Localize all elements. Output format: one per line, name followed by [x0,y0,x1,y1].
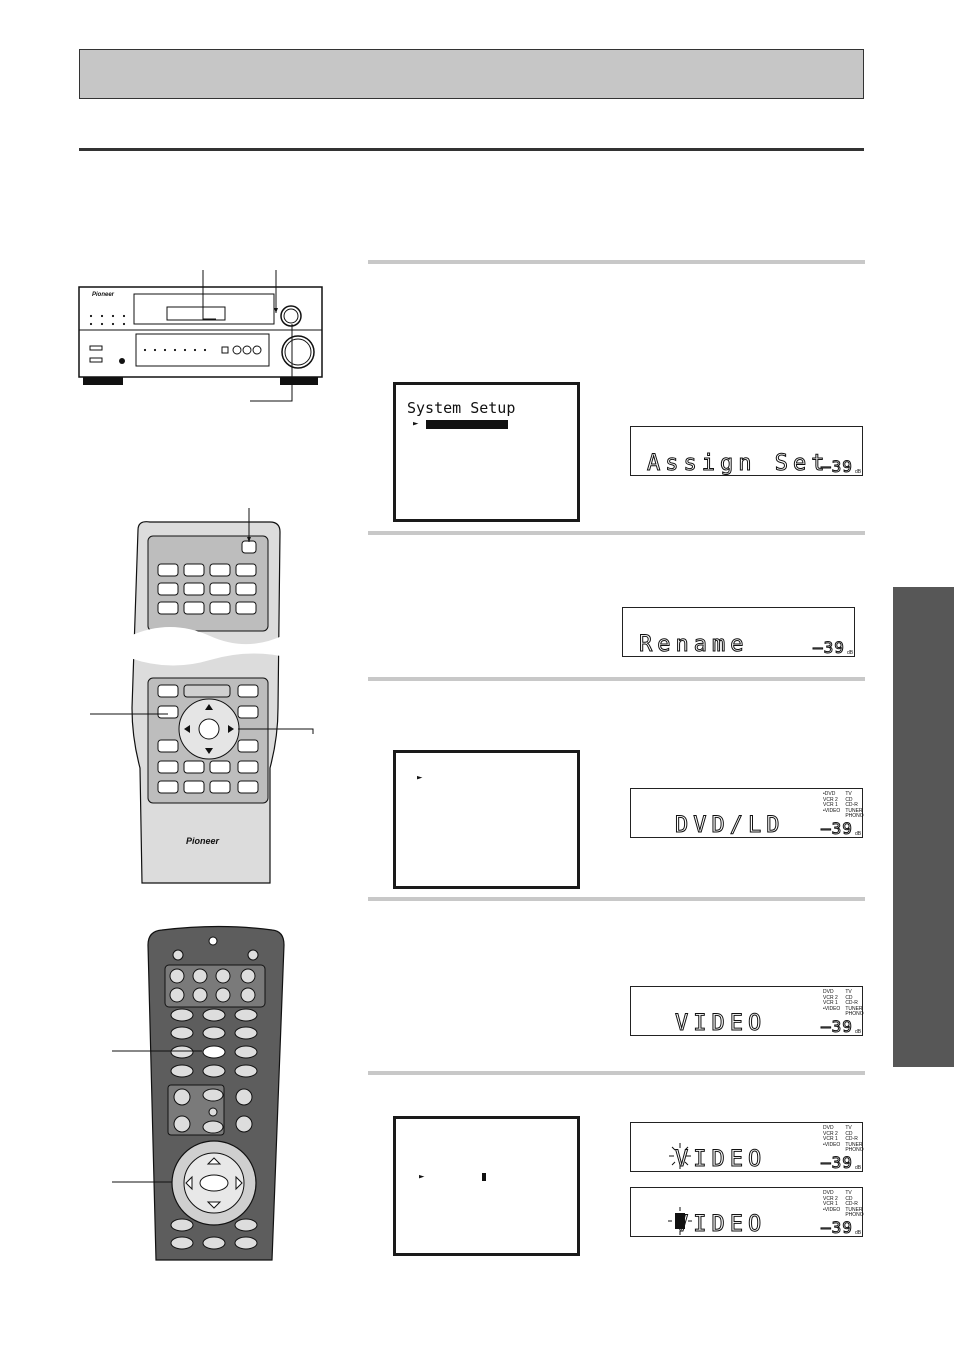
display-volume: –39 [821,819,853,839]
osd-system-setup: System Setup ► [393,382,580,522]
input-indicators: DVD VCR 2 VCR 1 •VIDEO TV CD CD-R TUNER … [823,1190,864,1219]
display-volume: –39 [813,638,845,658]
display-unit: dB [855,1165,862,1171]
front-display-rename: Rename –39 dB [622,607,855,658]
input-list-left: •DVD VCR 2 VCR 1 •VIDEO [823,791,841,814]
step-1-rule [368,260,865,264]
display-unit: dB [855,469,862,475]
receiver-front-panel-illustration [78,270,323,402]
display-volume: –39 [821,1153,853,1173]
osd-cursor: ► [419,1172,425,1182]
front-display-video-edit-2: DVD VCR 2 VCR 1 •VIDEO TV CD CD-R TUNER … [630,1187,864,1238]
front-display-video-edit-1: DVD VCR 2 VCR 1 •VIDEO TV CD CD-R TUNER … [630,1122,864,1173]
step-2-rule [368,531,865,535]
display-text: Assign Set [646,451,830,477]
chapter-side-tab [893,587,954,1067]
display-volume: –39 [821,1218,853,1238]
display-text: VIDEO [674,1011,767,1037]
input-list-right: TV CD CD-R TUNER PHONO [845,1190,864,1219]
section-title-bar [79,49,864,99]
remote-control-2-illustration [112,925,285,1261]
display-text: DVD/LD [674,813,785,839]
display-volume: –39 [821,1017,853,1037]
remote-control-1-illustration [90,508,314,884]
osd-cursor: ► [417,773,423,783]
osd-screen-step5: ► [393,1116,580,1256]
osd-screen-step3: ► [393,750,580,889]
display-unit: dB [855,1230,862,1236]
osd-highlight-bar [426,420,508,429]
input-indicators: •DVD VCR 2 VCR 1 •VIDEO TV CD CD-R TUNER… [823,791,864,820]
remote-logo: Pioneer [186,836,220,846]
display-text: VIDEO [674,1147,767,1173]
input-list-left: DVD VCR 2 VCR 1 •VIDEO [823,1190,841,1213]
front-display-dvd-ld: •DVD VCR 2 VCR 1 •VIDEO TV CD CD-R TUNER… [630,788,864,839]
step-5-rule [368,1071,865,1075]
step-3-rule [368,677,865,681]
input-list-right: TV CD CD-R TUNER PHONO [845,791,864,820]
osd-text-cursor [482,1173,486,1181]
input-list-right: TV CD CD-R TUNER PHONO [845,1125,864,1154]
input-indicators: DVD VCR 2 VCR 1 •VIDEO TV CD CD-R TUNER … [823,989,864,1018]
step-4-rule [368,897,865,901]
display-unit: dB [855,1029,862,1035]
display-unit: dB [855,831,862,837]
input-list-left: DVD VCR 2 VCR 1 •VIDEO [823,989,841,1012]
display-volume: –39 [821,457,853,477]
osd-cursor: ► [413,419,419,429]
front-display-assign-set: Assign Set –39 dB [630,426,863,477]
blink-indicator-icon [668,1207,692,1235]
blink-indicator-icon [669,1143,691,1169]
osd-title: System Setup [407,399,516,417]
display-text: VIDEO [674,1212,767,1238]
input-indicators: DVD VCR 2 VCR 1 •VIDEO TV CD CD-R TUNER … [823,1125,864,1154]
input-list-right: TV CD CD-R TUNER PHONO [845,989,864,1018]
front-display-video: DVD VCR 2 VCR 1 •VIDEO TV CD CD-R TUNER … [630,986,864,1037]
input-list-left: DVD VCR 2 VCR 1 •VIDEO [823,1125,841,1148]
display-text: Rename [638,632,749,658]
heading-rule [79,148,864,151]
receiver-logo: Pioneer [92,292,115,298]
display-unit: dB [847,650,854,656]
